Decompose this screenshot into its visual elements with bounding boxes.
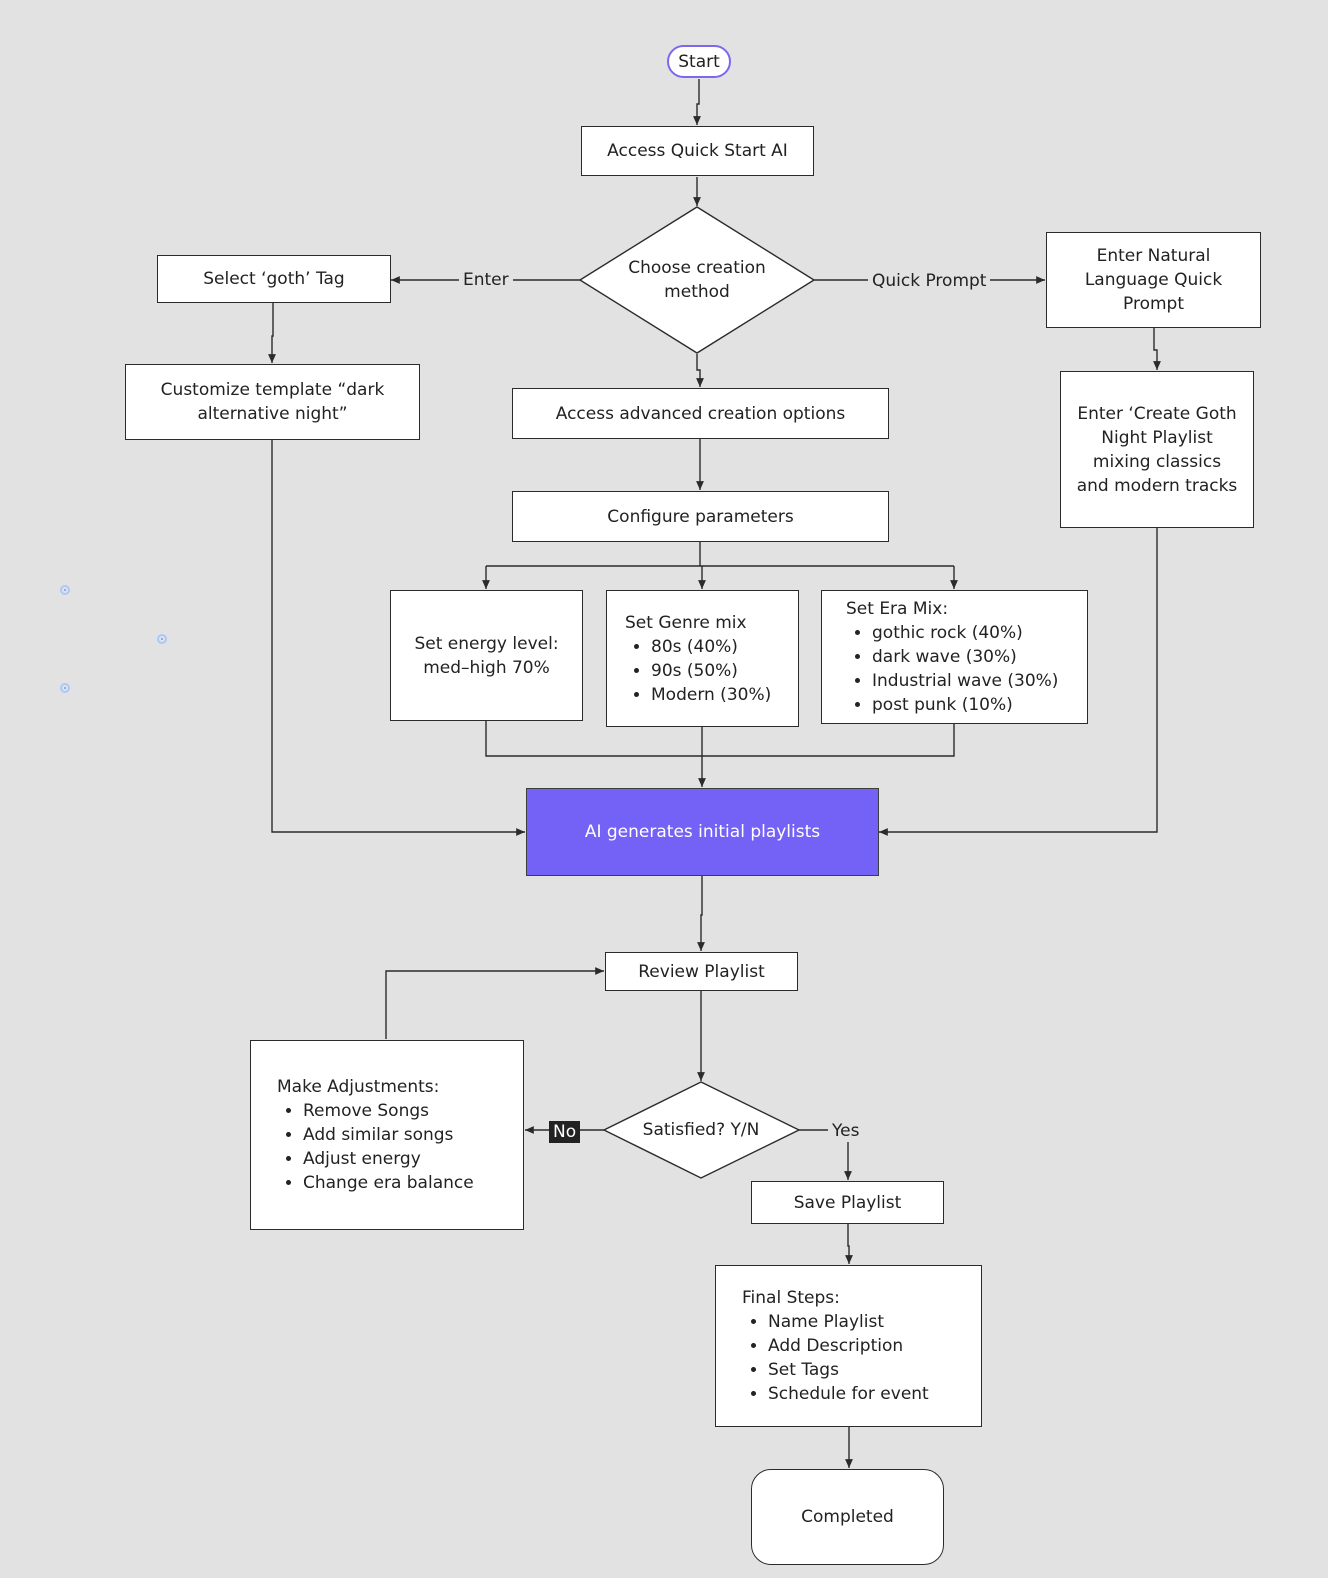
list-item: Schedule for event	[768, 1382, 929, 1406]
edge-adjust-review	[385, 967, 604, 1039]
final-steps-list: Name Playlist Add Description Set Tags S…	[742, 1310, 929, 1406]
yes-label: Yes	[832, 1121, 860, 1141]
list-item: Adjust energy	[303, 1147, 474, 1171]
start-label: Start	[678, 51, 720, 72]
enter-create-node: Enter ‘Create Goth Night Playlist mixing…	[1060, 371, 1254, 528]
quick-prompt-label: Quick Prompt	[872, 271, 987, 291]
choose-method-text: Choose creation method	[617, 250, 777, 310]
completed-node: Completed	[751, 1469, 944, 1565]
access-advanced-label: Access advanced creation options	[555, 403, 846, 424]
ai-generates-label: AI generates initial playlists	[584, 822, 821, 842]
list-item: gothic rock (40%)	[872, 621, 1058, 645]
customize-template-node: Customize template “dark alternative nig…	[125, 364, 420, 440]
start-node: Start	[667, 45, 731, 78]
access-quick-start-label: Access Quick Start AI	[607, 141, 788, 161]
save-playlist-label: Save Playlist	[793, 1192, 902, 1213]
edge-choose-advanced	[696, 354, 704, 387]
edge-select-customize	[268, 303, 276, 363]
list-item: Modern (30%)	[651, 683, 771, 707]
review-playlist-node: Review Playlist	[605, 952, 798, 991]
list-item: Change era balance	[303, 1171, 474, 1195]
list-item: Add Description	[768, 1334, 929, 1358]
list-item: Industrial wave (30%)	[872, 669, 1058, 693]
list-item: Remove Songs	[303, 1099, 474, 1123]
genre-mix-list: 80s (40%) 90s (50%) Modern (30%)	[625, 635, 771, 707]
access-advanced-node: Access advanced creation options	[512, 388, 889, 439]
enter-quick-prompt-label: Enter Natural Language Quick Prompt	[1084, 246, 1223, 314]
edge-customize-ai	[271, 440, 525, 836]
satisfied-text: Satisfied? Y/N	[621, 1115, 781, 1145]
satisfied-diamond	[602, 1081, 801, 1179]
enter-label: Enter	[463, 270, 509, 290]
genre-mix-node: Set Genre mix 80s (40%) 90s (50%) Modern…	[606, 590, 799, 727]
no-label: No	[553, 1122, 577, 1142]
completed-label: Completed	[801, 1507, 894, 1527]
final-steps-content: Final Steps: Name Playlist Add Descripti…	[742, 1286, 929, 1406]
era-mix-content: Set Era Mix: gothic rock (40%) dark wave…	[846, 597, 1058, 717]
enter-edge-label: Enter	[459, 269, 513, 291]
configure-parameters-label: Configure parameters	[607, 506, 794, 527]
make-adjustments-content: Make Adjustments: Remove Songs Add simil…	[277, 1075, 474, 1195]
review-playlist-label: Review Playlist	[638, 961, 765, 982]
select-goth-tag-node: Select ‘goth’ Tag	[157, 255, 391, 303]
yes-edge-label: Yes	[828, 1120, 864, 1142]
edge-prompt-create	[1153, 328, 1161, 370]
selection-handle-icon[interactable]	[157, 634, 167, 644]
edge-save-final	[845, 1224, 853, 1264]
make-adjustments-list: Remove Songs Add similar songs Adjust en…	[277, 1099, 474, 1195]
make-adjustments-title: Make Adjustments:	[277, 1077, 440, 1097]
choose-method-label: Choose creation method	[628, 258, 766, 302]
list-item: 80s (40%)	[651, 635, 771, 659]
list-item: Add similar songs	[303, 1123, 474, 1147]
final-steps-node: Final Steps: Name Playlist Add Descripti…	[715, 1265, 982, 1427]
edge-ai-review	[697, 876, 705, 951]
ai-generates-node: AI generates initial playlists	[526, 788, 879, 876]
selection-handle-icon[interactable]	[60, 585, 70, 595]
select-goth-tag-label: Select ‘goth’ Tag	[203, 269, 345, 289]
final-steps-title: Final Steps:	[742, 1288, 840, 1308]
era-mix-node: Set Era Mix: gothic rock (40%) dark wave…	[821, 590, 1088, 724]
satisfied-label: Satisfied? Y/N	[642, 1120, 760, 1140]
era-mix-list: gothic rock (40%) dark wave (30%) Indust…	[846, 621, 1058, 717]
edge-start-access	[693, 79, 701, 125]
edge-energy-merge	[485, 721, 955, 757]
list-item: post punk (10%)	[872, 693, 1058, 717]
configure-parameters-node: Configure parameters	[512, 491, 889, 542]
save-playlist-node: Save Playlist	[751, 1181, 944, 1224]
era-mix-title: Set Era Mix:	[846, 599, 949, 619]
energy-level-label: Set energy level: med–high 70%	[414, 633, 559, 678]
list-item: dark wave (30%)	[872, 645, 1058, 669]
genre-mix-title: Set Genre mix	[625, 612, 747, 633]
enter-create-label: Enter ‘Create Goth Night Playlist mixing…	[1076, 403, 1238, 496]
energy-level-node: Set energy level: med–high 70%	[390, 590, 583, 721]
choose-method-diamond	[578, 206, 816, 354]
no-edge-label: No	[549, 1121, 581, 1143]
quick-prompt-edge-label: Quick Prompt	[868, 270, 991, 292]
genre-mix-content: Set Genre mix 80s (40%) 90s (50%) Modern…	[625, 611, 771, 707]
list-item: 90s (50%)	[651, 659, 771, 683]
enter-quick-prompt-node: Enter Natural Language Quick Prompt	[1046, 232, 1261, 328]
edge-create-ai	[879, 528, 1158, 836]
make-adjustments-node: Make Adjustments: Remove Songs Add simil…	[250, 1040, 524, 1230]
access-quick-start-node: Access Quick Start AI	[581, 126, 814, 176]
customize-template-label: Customize template “dark alternative nig…	[160, 380, 385, 424]
list-item: Set Tags	[768, 1358, 929, 1382]
selection-handle-icon[interactable]	[60, 683, 70, 693]
list-item: Name Playlist	[768, 1310, 929, 1334]
